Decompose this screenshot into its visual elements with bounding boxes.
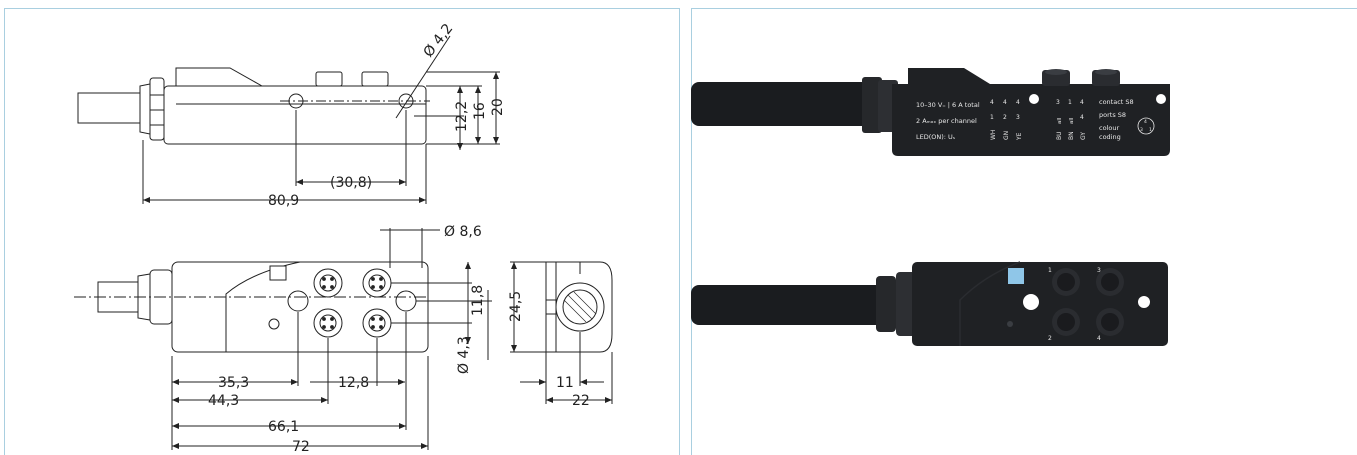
label-right-col-1-mid: all (1057, 117, 1063, 124)
port-4-icon (1096, 308, 1124, 336)
dim-height-16: 16 (472, 102, 488, 120)
dim-pitch-11-8: 11,8 (470, 285, 486, 316)
mounting-hole (1138, 296, 1150, 308)
connector-1-icon (313, 268, 343, 298)
end-view-dimension-lines (520, 332, 613, 404)
label-pin-col-1-top: 4 (990, 99, 994, 106)
label-pin-col-2-top: 4 (1003, 99, 1007, 106)
dim-width-24-5: 24,5 (508, 291, 524, 322)
label-ports: ports S8 (1099, 111, 1126, 119)
dim-height-12-2: 12,2 (454, 101, 470, 132)
dim-pos-66-1: 66,1 (268, 419, 299, 435)
label-pin-col-3-bot: YE (1016, 132, 1023, 141)
port-number-1: 1 (1048, 267, 1052, 274)
dim-span-30-8: (30,8) (330, 175, 372, 191)
label-pin-col-2-bot: GN (1003, 131, 1010, 140)
dim-hole-diameter-front: Ø 4,3 (456, 336, 472, 374)
connector-3-icon (362, 268, 392, 298)
cable-image (691, 82, 891, 126)
label-right-col-1-bot: BU (1056, 131, 1063, 140)
cable-image (691, 285, 891, 325)
label-right-col-1-top: 3 (1056, 99, 1060, 106)
label-right-col-3-mid: 4 (1080, 114, 1084, 121)
label-right-col-3-top: 4 (1080, 99, 1084, 106)
port-number-3: 3 (1097, 267, 1101, 274)
dim-connector-diameter: Ø 8,6 (444, 224, 482, 240)
label-colour: colour (1099, 124, 1119, 132)
coding-pin-1: 1 (1149, 127, 1152, 133)
label-pin-col-3-mid: 3 (1016, 114, 1020, 121)
port-number-2: 2 (1048, 335, 1052, 342)
coding-diagram-icon (1137, 117, 1155, 135)
label-coding: coding (1099, 133, 1121, 141)
end-view-drawing (545, 261, 613, 353)
connector-4-icon (362, 308, 392, 338)
label-contact: contact S8 (1099, 98, 1134, 106)
product-photo-side (691, 68, 1170, 156)
dim-side-11: 11 (556, 375, 574, 391)
dim-pos-35-3: 35,3 (218, 375, 249, 391)
port-1-icon (1052, 268, 1080, 296)
side-view-dimension-lines (142, 71, 500, 204)
product-photo-front: 1 2 3 4 (691, 261, 1168, 346)
label-pin-col-3-top: 4 (1016, 99, 1020, 106)
label-pin-col-1-mid: 1 (990, 114, 994, 121)
dim-height-20: 20 (490, 98, 506, 116)
label-right-col-2-mid: all (1069, 117, 1075, 124)
label-rating: 10–30 V₌ | 6 A total (916, 101, 980, 109)
front-view-dimension-texts: Ø 8,6 11,8 Ø 4,3 24,5 35,3 12,8 44,3 66,… (208, 224, 524, 455)
label-pin-col-1-bot: WH (990, 130, 997, 140)
label-channel: 2 Aₘₐₓ per channel (916, 117, 977, 125)
end-view-dimension-texts: 11 22 (556, 375, 590, 409)
led-indicator (1008, 268, 1024, 284)
dim-length-80-9: 80,9 (268, 193, 299, 209)
dim-hole-diameter-top: Ø 4,2 (421, 21, 457, 61)
dim-pos-44-3: 44,3 (208, 393, 239, 409)
side-view-drawing (77, 35, 451, 145)
dim-length-72: 72 (292, 439, 310, 455)
front-view-dimension-lines (171, 228, 548, 450)
dim-side-22: 22 (572, 393, 590, 409)
label-pin-col-2-mid: 2 (1003, 114, 1007, 121)
product-label-text: 10–30 V₌ | 6 A total 2 Aₘₐₓ per channel … (916, 98, 1155, 141)
coding-pin-4: 4 (1144, 119, 1147, 125)
dim-pitch-12-8: 12,8 (338, 375, 369, 391)
front-view-drawing (74, 261, 429, 353)
connector-2-icon (313, 308, 343, 338)
port-number-4: 4 (1097, 335, 1101, 342)
port-3-icon (1096, 268, 1124, 296)
port-2-icon (1052, 308, 1080, 336)
label-led: LED(ON): Uₛ (916, 133, 956, 141)
label-right-col-3-bot: GY (1080, 132, 1087, 140)
mounting-hole (1023, 294, 1039, 310)
coding-pin-3: 3 (1140, 127, 1143, 133)
label-right-col-2-bot: BN (1068, 131, 1075, 140)
label-right-col-2-top: 1 (1068, 99, 1072, 106)
